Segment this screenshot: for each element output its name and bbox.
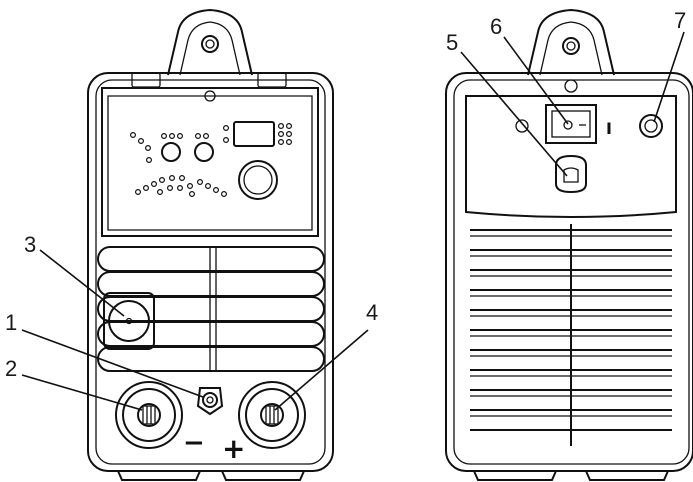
gas-connector[interactable]	[196, 387, 224, 416]
rear-fastener	[515, 119, 529, 133]
front-foot-left	[117, 470, 201, 481]
rear-panel	[465, 95, 677, 218]
control-socket[interactable]	[103, 292, 155, 350]
leader-1	[21, 329, 204, 398]
display-indicator-leds	[223, 122, 293, 146]
current-adjust-knob[interactable]	[238, 160, 278, 200]
power-switch[interactable]	[545, 104, 597, 144]
rear-vent-slots	[470, 224, 672, 446]
negative-terminal[interactable]	[115, 381, 183, 449]
power-cable-gland	[555, 154, 587, 194]
mode-button-right[interactable]	[194, 142, 214, 162]
callout-2: 2	[5, 356, 17, 381]
leader-3	[39, 249, 125, 317]
leader-7	[653, 31, 685, 123]
leader-4	[274, 329, 369, 411]
leader-5	[460, 51, 568, 177]
rear-fitting[interactable]	[639, 114, 663, 138]
switch-on-mark: I	[606, 119, 612, 138]
positive-terminal[interactable]	[238, 381, 306, 449]
callout-6: 6	[490, 14, 502, 39]
positive-symbol: +	[222, 432, 245, 465]
callout-1: 1	[5, 310, 17, 335]
mode-button-left[interactable]	[161, 142, 181, 162]
front-foot-right	[221, 470, 305, 481]
front-view: − +	[87, 8, 334, 481]
front-handle	[167, 8, 253, 76]
rear-view: I	[445, 8, 693, 481]
control-panel	[101, 87, 319, 237]
rear-screw	[564, 79, 578, 93]
leader-2	[21, 374, 143, 411]
callout-leaders	[21, 31, 685, 411]
front-body	[87, 72, 334, 472]
front-vent-slots	[97, 246, 325, 372]
callout-3: 3	[24, 232, 36, 257]
rear-body	[445, 72, 693, 472]
rear-foot-right	[585, 470, 669, 481]
digital-display	[233, 121, 275, 147]
front-body-inner	[95, 79, 326, 465]
leader-6	[503, 36, 569, 125]
callout-5: 5	[446, 30, 458, 55]
callout-7: 7	[674, 8, 686, 33]
negative-symbol: −	[183, 428, 205, 458]
rear-handle	[527, 8, 615, 76]
callout-4: 4	[366, 300, 378, 325]
panel-screw	[204, 90, 216, 102]
mode-indicator-leds	[130, 132, 228, 198]
rear-foot-left	[473, 470, 557, 481]
